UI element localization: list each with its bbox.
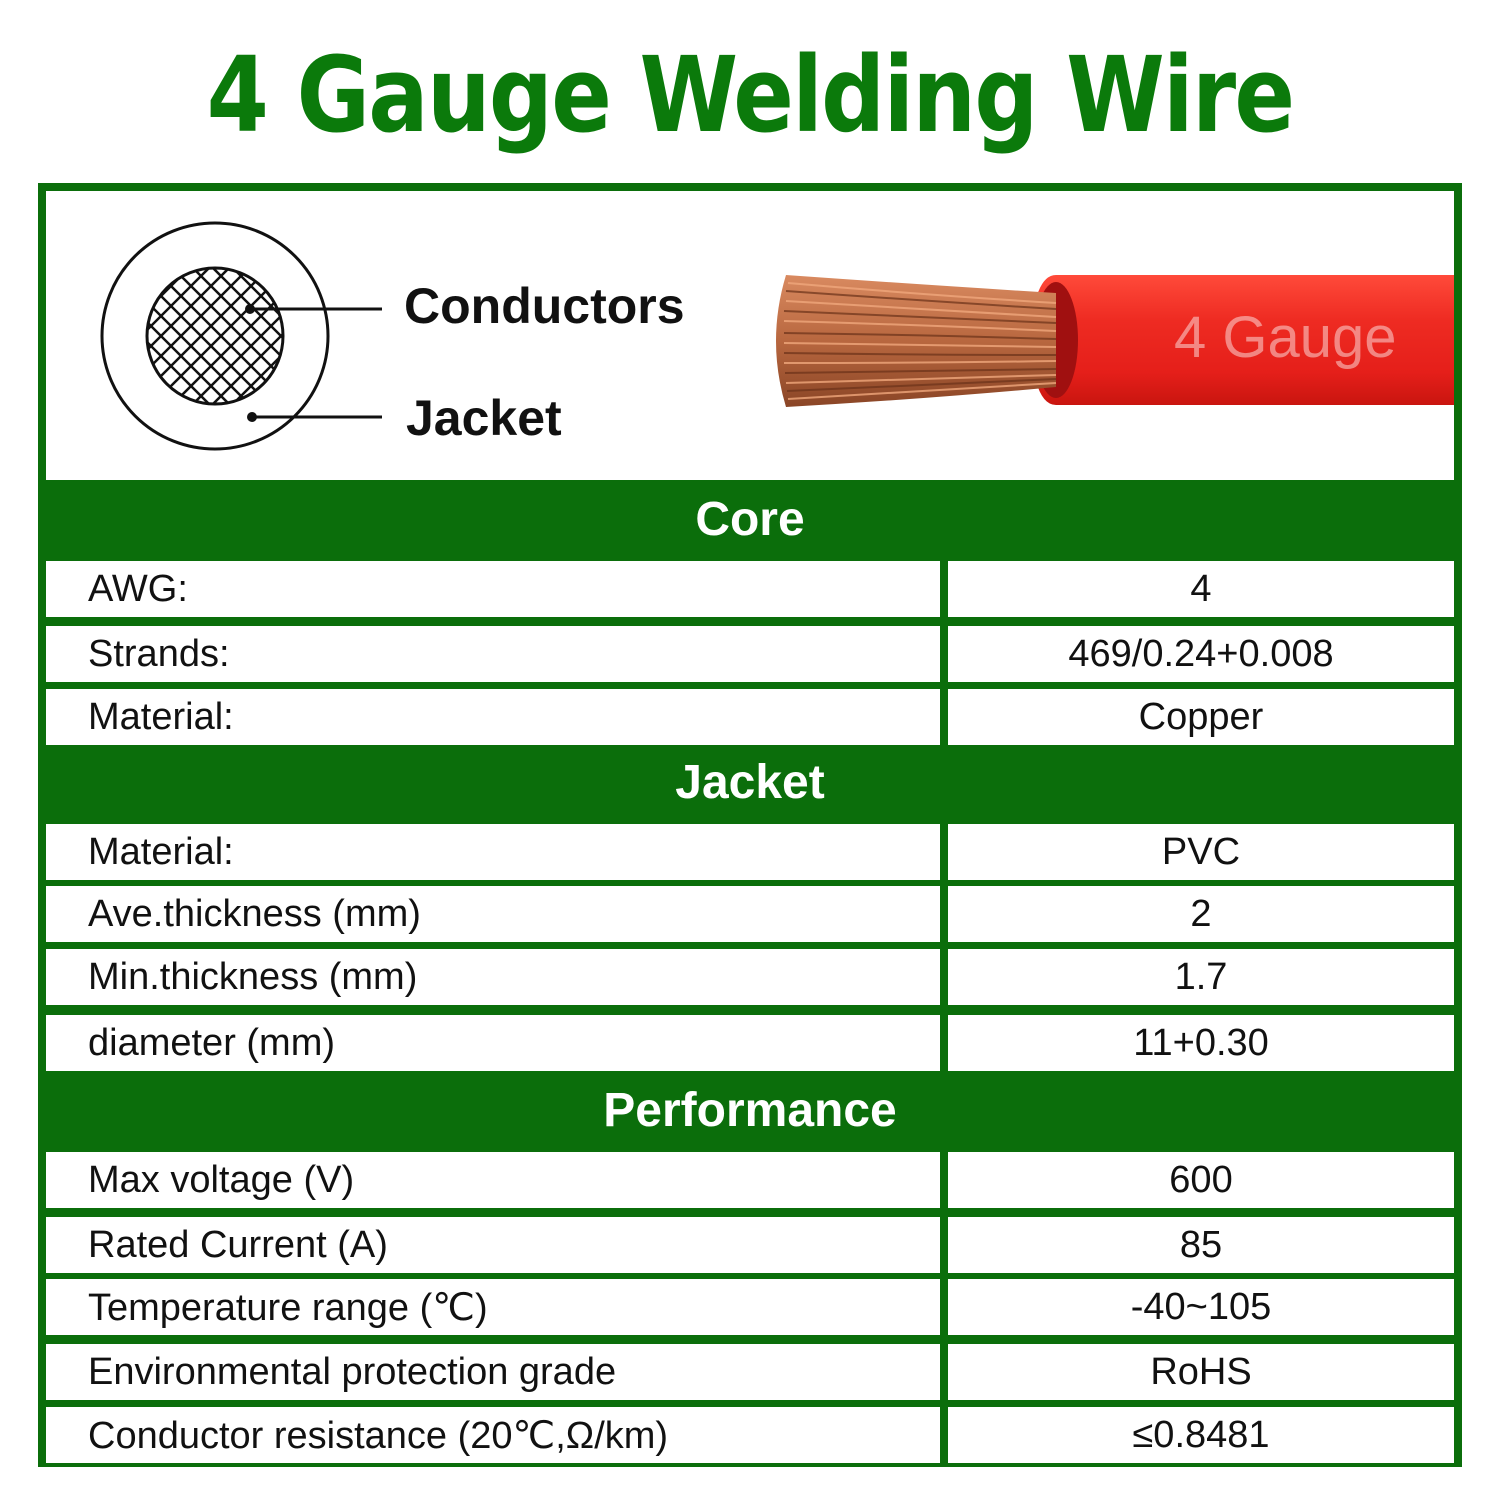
spec-label: AWG: bbox=[46, 561, 940, 617]
spec-value: -40~105 bbox=[948, 1279, 1454, 1335]
diagram-panel: Conductors Jacket bbox=[46, 191, 1454, 480]
spec-value: PVC bbox=[948, 824, 1454, 880]
spec-label: Environmental protection grade bbox=[46, 1344, 940, 1400]
spec-value: ≤0.8481 bbox=[948, 1407, 1454, 1463]
spec-value: 1.7 bbox=[948, 949, 1454, 1005]
spec-label: Min.thickness (mm) bbox=[46, 949, 940, 1005]
spec-label: Rated Current (A) bbox=[46, 1217, 940, 1273]
spec-label: Max voltage (V) bbox=[46, 1152, 940, 1208]
red-cable-image: 4 Gauge bbox=[776, 275, 1454, 407]
conductors-label: Conductors bbox=[404, 278, 685, 334]
spec-value: 11+0.30 bbox=[948, 1015, 1454, 1071]
spec-label: Temperature range (℃) bbox=[46, 1279, 940, 1335]
spec-label: Material: bbox=[46, 689, 940, 745]
spec-value: 469/0.24+0.008 bbox=[948, 626, 1454, 682]
spec-label: Material: bbox=[46, 824, 940, 880]
spec-label: Strands: bbox=[46, 626, 940, 682]
spec-value: 4 bbox=[948, 561, 1454, 617]
section-heading-jacket: Jacket bbox=[675, 756, 825, 809]
cable-cross-section-icon bbox=[100, 221, 382, 451]
spec-value: 2 bbox=[948, 886, 1454, 942]
spec-value: 600 bbox=[948, 1152, 1454, 1208]
cable-print-text: 4 Gauge bbox=[1174, 305, 1397, 370]
spec-value: RoHS bbox=[948, 1344, 1454, 1400]
spec-value: Copper bbox=[948, 689, 1454, 745]
spec-label: diameter (mm) bbox=[46, 1015, 940, 1071]
spec-label: Conductor resistance (20℃,Ω/km) bbox=[46, 1407, 940, 1463]
jacket-label: Jacket bbox=[406, 390, 562, 446]
page-title: 4 Gauge Welding Wire bbox=[206, 34, 1295, 156]
spec-value: 85 bbox=[948, 1217, 1454, 1273]
section-heading-core: Core bbox=[695, 493, 805, 546]
section-heading-performance: Performance bbox=[603, 1084, 897, 1137]
spec-label: Ave.thickness (mm) bbox=[46, 886, 940, 942]
